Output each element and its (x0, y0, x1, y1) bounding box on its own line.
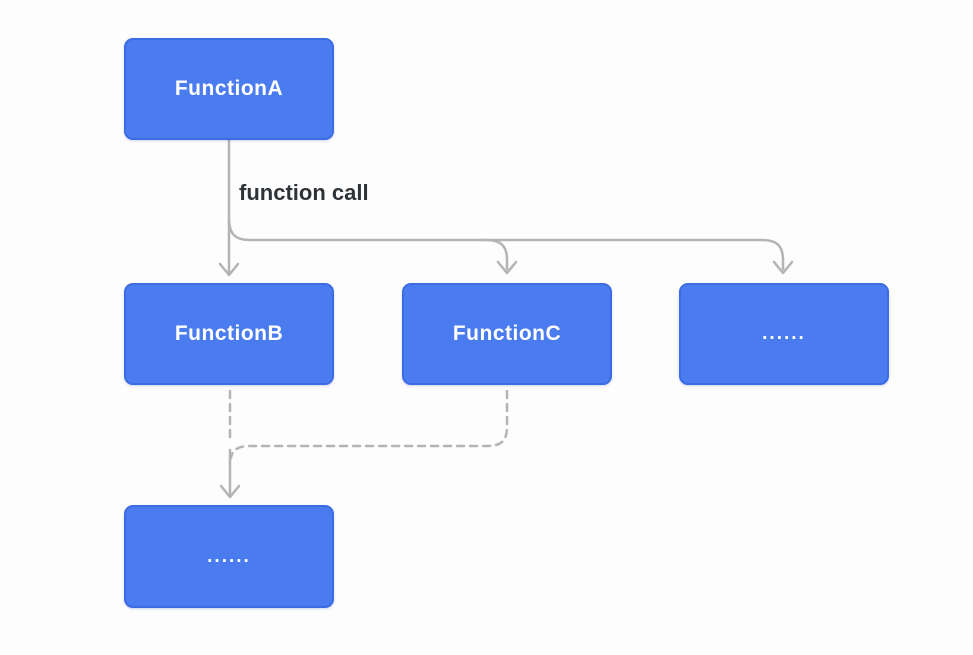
edge-label-function-call: function call (239, 180, 369, 205)
arrowhead-b (218, 262, 240, 277)
node-function-a-label: FunctionA (174, 77, 284, 100)
node-ellipsis-right: ...... (679, 283, 889, 385)
node-function-b: FunctionB (124, 283, 334, 385)
node-function-a: FunctionA (124, 38, 334, 140)
node-function-c-label: FunctionC (452, 322, 562, 345)
arrowhead-bottom (219, 484, 241, 499)
node-function-b-label: FunctionB (174, 322, 284, 345)
edge-a-to-c (484, 238, 509, 271)
node-ellipsis-right-label: ...... (762, 323, 806, 344)
node-ellipsis-bottom: ...... (124, 505, 334, 608)
arrowhead-c (496, 260, 518, 275)
edge-a-horizontal-rail (227, 216, 785, 271)
arrowhead-right (772, 260, 794, 275)
node-function-c: FunctionC (402, 283, 612, 385)
edge-c-dashed (229, 389, 509, 460)
node-ellipsis-bottom-label: ...... (207, 545, 251, 567)
